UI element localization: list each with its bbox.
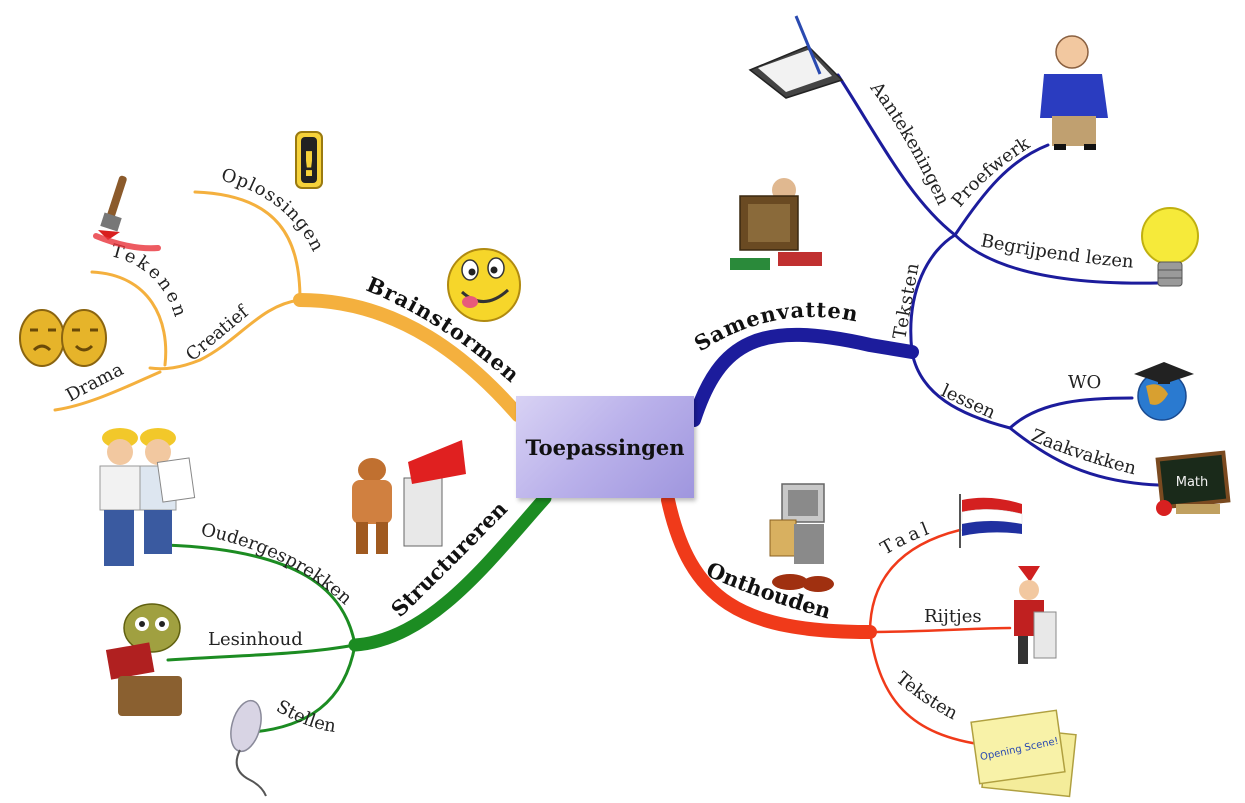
wo-label: WO — [1068, 372, 1101, 393]
smiley-face-icon — [447, 248, 521, 322]
lessen-label: lessen — [938, 380, 999, 423]
minotaur-sign-icon — [352, 440, 466, 554]
computer-mouse-icon — [230, 699, 267, 797]
samenvatten-label: Samenvatten — [690, 297, 861, 356]
paintbrush-icon — [93, 175, 161, 252]
sticky-notes-icon: Opening Scene! — [970, 709, 1077, 798]
lightbulb-icon — [1141, 207, 1199, 287]
branch-structureren-line — [348, 491, 552, 652]
branch-samenvatten-line — [687, 327, 919, 427]
central-topic-label: Toepassingen — [525, 434, 685, 460]
aantekeningen-label: Aantekeningen — [865, 77, 953, 208]
teksten-samen-label: Teksten — [889, 260, 924, 340]
reading-man-icon — [730, 178, 822, 270]
blackboard-icon: Math — [1155, 450, 1231, 516]
owl-reading-icon — [105, 603, 182, 716]
teacher-icon — [1040, 35, 1108, 150]
teksten-ont-label: Teksten — [892, 668, 962, 725]
santa-figure-icon — [1014, 566, 1057, 664]
oudergesprekken-label: Oudergesprekken — [199, 519, 356, 609]
notebook-pen-icon — [748, 15, 844, 99]
begrijpend-lezen-label: Begrijpend lezen — [979, 230, 1135, 272]
rijtjes-label: Rijtjes — [924, 606, 982, 627]
proefwerk-label: Proefwerk — [948, 133, 1035, 212]
globe-graduation-icon — [1134, 362, 1194, 421]
dutch-flag-icon — [959, 494, 1023, 548]
branch-brainstormen-line — [293, 293, 525, 422]
creatief-label: Creatief — [182, 301, 254, 366]
branch-onthouden-line — [661, 493, 877, 639]
construction-workers-icon — [99, 428, 196, 566]
exclamation-icon: ! — [295, 131, 323, 189]
svg-text:!: ! — [301, 145, 317, 185]
central-topic-box: Toepassingen — [516, 396, 694, 498]
computer-head-man-icon — [769, 483, 834, 592]
tekenen-label: Tekenen — [109, 240, 192, 322]
lesinhoud-label: Lesinhoud — [208, 629, 303, 650]
svg-text:Math: Math — [1176, 475, 1209, 490]
drama-masks-icon — [19, 309, 107, 367]
